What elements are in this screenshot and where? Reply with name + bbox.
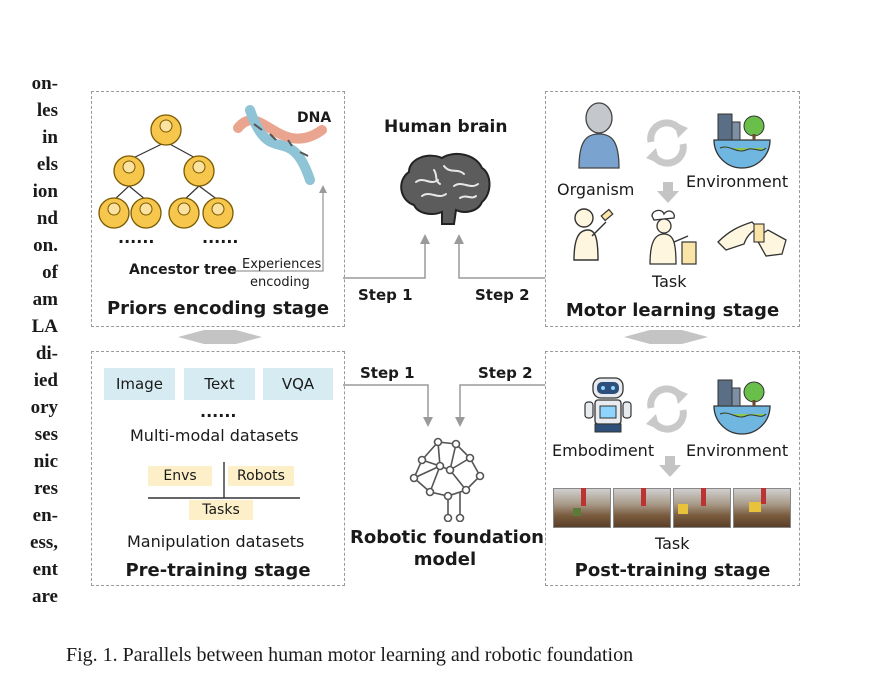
step1-bottom-label: Step 1 [360, 364, 415, 382]
right-vertical-double-arrow [624, 330, 708, 344]
manipulation-label: Manipulation datasets [127, 532, 305, 551]
left-column-line: in [42, 127, 58, 148]
sim-frame-4 [733, 488, 791, 528]
left-column-line: of [42, 262, 58, 283]
dna-label: DNA [297, 110, 332, 126]
environment-icon [713, 113, 771, 169]
post-environment-label: Environment [686, 441, 789, 460]
left-column-line: ent [32, 559, 58, 580]
cycle-arrows-icon [646, 119, 688, 167]
post-task-label: Task [655, 534, 690, 553]
left-vertical-double-arrow [178, 330, 262, 344]
organism-label: Organism [557, 180, 635, 199]
left-column-line: les [36, 100, 58, 121]
embodiment-label: Embodiment [552, 441, 655, 460]
post-down-arrow-icon [659, 456, 681, 477]
tree-dots-left: ...... [118, 228, 155, 247]
sim-frame-objects [573, 488, 766, 516]
post-cycle-arrows-icon [646, 385, 688, 433]
left-column-line: am [32, 289, 58, 310]
figure-caption: Fig. 1. Parallels between human motor le… [66, 644, 634, 666]
step1-top-label: Step 1 [358, 286, 413, 304]
chef-icon [649, 209, 697, 265]
tree-dots-right: ...... [202, 228, 239, 247]
dna-icon [233, 105, 327, 185]
pretrain-dots: ...... [200, 402, 237, 421]
multimodal-label: Multi-modal datasets [130, 426, 299, 445]
left-column-line: en- [32, 505, 58, 526]
organism-icon [578, 102, 620, 169]
motor-task-label: Task [652, 272, 687, 291]
left-column-line: res [34, 478, 58, 499]
robot-model-title-line2: model [413, 549, 477, 570]
text-chip: Text [184, 368, 255, 400]
ancestor-tree-label: Ancestor tree [129, 262, 237, 278]
left-column-line: nic [33, 451, 58, 472]
left-column-line: di- [35, 343, 58, 364]
robots-chip: Robots [228, 466, 294, 486]
step2-bottom-label: Step 2 [478, 364, 533, 382]
left-column-line: on- [31, 73, 58, 94]
brain-icon [400, 152, 491, 225]
envs-chip: Envs [148, 466, 212, 486]
left-column-line: els [36, 154, 58, 175]
priors-stage-title: Priors encoding stage [106, 298, 330, 319]
human-brain-title: Human brain [384, 117, 508, 137]
tasks-chip: Tasks [189, 500, 253, 520]
encoding-label: encoding [250, 275, 310, 290]
pretrain-tree-lines [148, 462, 300, 499]
left-column-line: ied [33, 370, 58, 391]
posttrain-stage-title: Post-training stage [574, 560, 771, 581]
vqa-chip: VQA [263, 368, 333, 400]
pretrain-stage-title: Pre-training stage [125, 560, 311, 581]
experiences-label: Experiences [242, 257, 322, 272]
motor-environment-label: Environment [686, 172, 789, 191]
left-column-line: ion [32, 181, 58, 202]
ancestor-tree-icon [98, 114, 234, 229]
left-column-line: nd [36, 208, 58, 229]
hands-icon [717, 221, 787, 257]
robot-model-title-line1: Robotic foundation [350, 527, 545, 548]
left-column-line: on. [33, 235, 58, 256]
motor-stage-title: Motor learning stage [565, 300, 780, 321]
left-column-line: LA [31, 316, 58, 337]
robot-brain-network-icon [409, 437, 485, 522]
left-column-line: ory [30, 397, 58, 418]
left-column-line: are [31, 586, 58, 607]
robot-embodiment-icon [584, 377, 632, 433]
image-chip: Image [104, 368, 175, 400]
step2-top-label: Step 2 [475, 286, 530, 304]
drinking-person-icon [573, 208, 614, 261]
down-arrow-icon [657, 182, 679, 203]
post-environment-icon [713, 379, 771, 435]
left-column-line: ess, [30, 532, 58, 553]
left-column-line: ses [34, 424, 58, 445]
